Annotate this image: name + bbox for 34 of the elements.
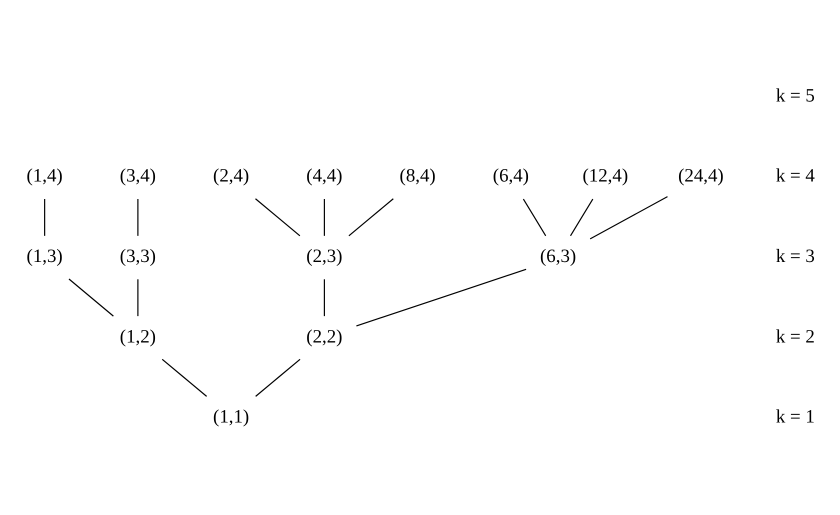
connector: [255, 358, 300, 397]
label: k = 2: [776, 326, 815, 348]
node-text: (4,4): [306, 166, 342, 187]
connector: [44, 199, 46, 236]
label: k = 1: [776, 406, 815, 428]
node-text: (1,3): [26, 246, 63, 267]
label: k = 5: [776, 85, 815, 106]
connector: [68, 278, 114, 317]
node-text: (3,4): [120, 166, 156, 187]
connector: [324, 279, 325, 316]
node-text: (2,4): [213, 166, 250, 187]
label: k = 4: [776, 166, 815, 187]
node-text: (2,3): [306, 246, 342, 267]
node-text: (24,4): [678, 166, 724, 187]
connector: [522, 198, 546, 236]
node-text: (1,1): [213, 406, 250, 428]
connector: [570, 198, 594, 236]
node-text: (6,3): [540, 246, 576, 267]
node-text: (2,2): [306, 326, 342, 348]
node-text: (12,4): [582, 166, 628, 187]
node-text: (6,4): [492, 166, 529, 187]
connector: [348, 198, 394, 236]
connector: [137, 279, 138, 316]
connector: [590, 196, 668, 240]
node-text: (1,2): [120, 326, 156, 348]
label: k = 3: [776, 246, 815, 267]
connector: [137, 199, 138, 236]
connector: [162, 358, 208, 397]
connector: [356, 268, 526, 326]
node-text: (3,3): [120, 246, 156, 267]
connector: [324, 199, 325, 236]
node-text: (1,4): [26, 166, 63, 187]
node-text: (8,4): [400, 166, 436, 187]
connector: [255, 198, 300, 236]
